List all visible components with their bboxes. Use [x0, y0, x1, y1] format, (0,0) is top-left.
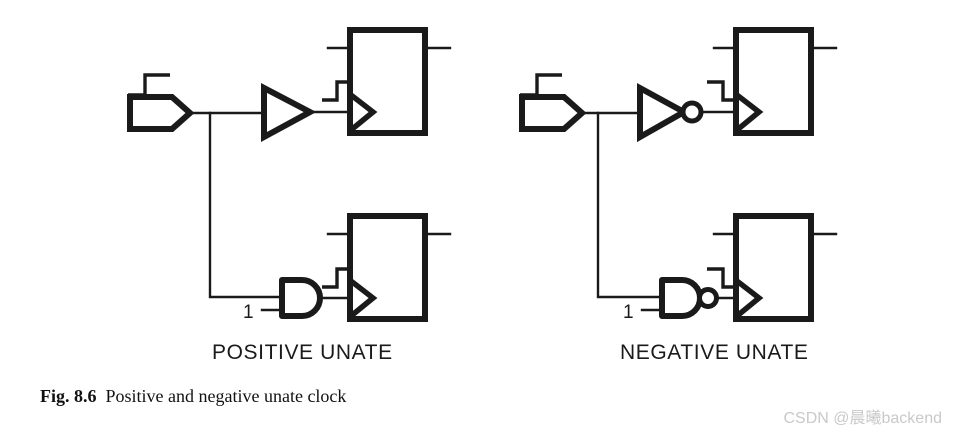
panel-label-positive-unate: POSITIVE UNATE	[212, 341, 393, 364]
flipflop-lower-box	[347, 213, 428, 322]
flipflop-upper-box	[347, 27, 428, 136]
flipflop-upper-box-2	[733, 27, 814, 136]
inverter-bubble-icon	[680, 100, 704, 124]
wire-branch-down-to-and	[208, 111, 284, 299]
clock-source-pentagon-icon-2	[519, 94, 587, 132]
nand-gate-icon	[659, 277, 703, 319]
nand-bubble-icon	[697, 287, 719, 309]
figure-number: Fig. 8.6	[40, 386, 97, 406]
clock-source-waveform-rising-icon	[128, 73, 170, 97]
nand-gate-constant-one-label: 1	[623, 302, 634, 323]
panel-label-negative-unate: NEGATIVE UNATE	[620, 341, 808, 364]
flipflop-lower-clock-triangle-icon-2	[735, 278, 764, 319]
watermark-text: CSDN @晨曦backend	[783, 410, 942, 427]
and-gate-constant-one-label: 1	[243, 302, 254, 323]
inverter-gate-triangle-icon	[637, 82, 691, 143]
wire-branch-down-to-nand	[596, 111, 664, 299]
flipflop-upper-clock-triangle-icon-2	[735, 92, 764, 133]
clock-source-pentagon-icon	[127, 94, 195, 132]
buffer-gate-triangle-icon	[261, 83, 317, 143]
flipflop-lower-clock-triangle-icon	[349, 278, 378, 319]
panel-positive-unate: 1 POSITIVE UNATE	[127, 27, 452, 364]
flipflop-upper-clock-triangle-icon	[349, 92, 378, 133]
panel-negative-unate: 1 NEGATIVE UNATE	[519, 27, 838, 364]
and-gate-icon	[279, 277, 323, 319]
figure-caption-text: Positive and negative unate clock	[105, 386, 347, 406]
clock-source-waveform-rising-icon-2	[520, 73, 562, 97]
figure-caption: Fig. 8.6 Positive and negative unate cloc…	[40, 386, 346, 407]
flipflop-lower-box-2	[733, 213, 814, 322]
